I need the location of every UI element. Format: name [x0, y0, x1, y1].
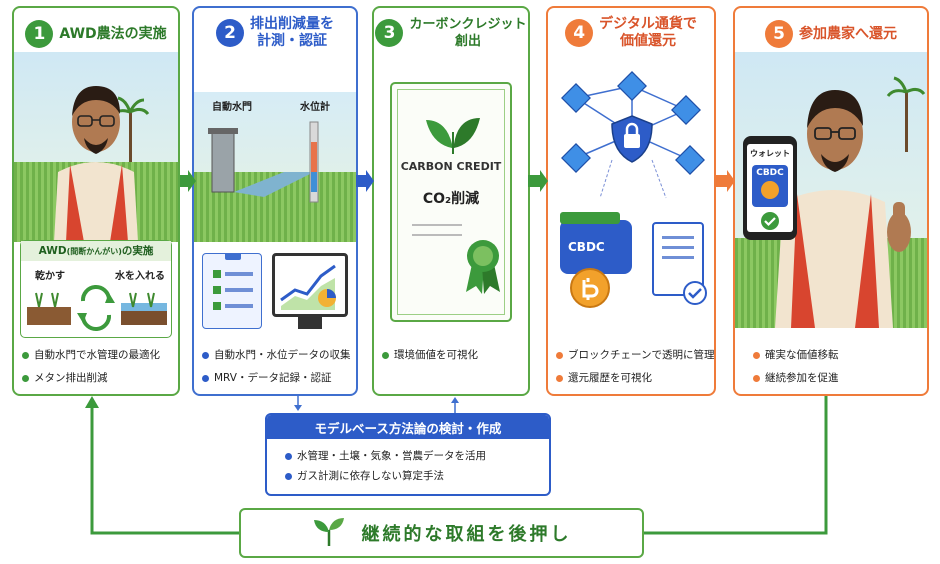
step-5-panel: 5 参加農家へ還元 ウォレット CBDC	[733, 6, 929, 396]
step-4-bullets: ブロックチェーンで透明に管理 還元履歴を可視化	[556, 348, 714, 394]
step-5-number: 5	[765, 20, 793, 48]
step-2-header: 2 排出削減量を 計測・認証	[194, 16, 356, 50]
step-4-title: デジタル通貨で 価値還元	[599, 16, 697, 50]
step-2-bullet: 自動水門・水位データの収集	[202, 348, 352, 362]
awd-inner-box: AWD(間断かんがい)の実施 乾かす 水を入れる	[20, 240, 172, 338]
model-methodology-title: モデルベース方法論の検討・作成	[267, 415, 549, 439]
farmer-with-phone-illustration	[775, 76, 926, 328]
step-2-title: 排出削減量を 計測・認証	[250, 16, 334, 50]
farmer-illustration	[54, 86, 150, 242]
step-5-header: 5 参加農家へ還元	[735, 20, 927, 48]
farmer-photo	[14, 52, 178, 242]
wallet-label: CBDC	[568, 240, 605, 254]
step-1-title: AWD農法の実施	[59, 25, 167, 42]
blockchain-network-icon	[561, 71, 705, 199]
step-4-bullet: 還元履歴を可視化	[556, 371, 710, 385]
model-bullets: 水管理・土壌・気象・営農データを活用 ガス計測に依存しない算定手法	[285, 449, 545, 489]
step-4-title-line: デジタル通貨で	[599, 16, 697, 32]
step-5-bullet: 継続参加を促進	[753, 371, 923, 385]
monitor-chart-graphic	[280, 264, 336, 310]
step-3-header: 3 カーボンクレジット 創出	[374, 16, 528, 50]
measurement-photo: 自動水門 水位計	[194, 92, 356, 242]
step-1-bullets: 自動水門で水管理の最適化 メタン排出削減	[22, 348, 174, 394]
step-5-bullet: 確実な価値移転	[753, 348, 923, 362]
carbon-credit-certificate: CARBON CREDIT CO₂削減	[390, 82, 512, 322]
check-badge-icon	[683, 281, 707, 305]
step-1-header: 1 AWD農法の実施	[14, 20, 178, 48]
step-3-bullets: 環境価値を可視化	[382, 348, 524, 371]
continuous-support-box: 継続的な取組を後押し	[239, 508, 644, 558]
bullet-text: 自動水門で水管理の最適化	[34, 349, 160, 361]
step-5-title: 参加農家へ還元	[799, 25, 897, 42]
bullet-text: 還元履歴を可視化	[568, 372, 652, 384]
step-3-title-line: 創出	[454, 34, 481, 49]
bullet-text: 継続参加を促進	[765, 372, 839, 384]
step-4-header: 4 デジタル通貨で 価値還元	[548, 16, 714, 50]
label-water-gauge: 水位計	[300, 102, 330, 113]
leaf-icon	[426, 118, 480, 154]
label-wet: 水を入れる	[115, 271, 165, 282]
model-bullet: ガス計測に依存しない算定手法	[285, 469, 545, 483]
certificate-co2: CO₂削減	[422, 191, 480, 207]
award-ribbon-icon	[466, 240, 500, 294]
label-dry: 乾かす	[35, 271, 65, 282]
step-4-number: 4	[565, 19, 594, 47]
step-4-bullet: ブロックチェーンで透明に管理	[556, 348, 714, 362]
model-bullet: 水管理・土壌・気象・営農データを活用	[285, 449, 545, 463]
bullet-text: 自動水門・水位データの収集	[214, 349, 351, 361]
gate-gauge-illustration	[208, 121, 319, 203]
bullet-text: 確実な価値移転	[765, 349, 839, 361]
label-auto-gate: 自動水門	[212, 102, 252, 113]
step-2-bullet: MRV・データ記録・認証	[202, 371, 352, 385]
digital-coin-icon	[570, 268, 610, 308]
bullet-text: MRV・データ記録・認証	[214, 372, 332, 384]
bullet-text: メタン排出削減	[34, 372, 108, 384]
step-5-bullets: 確実な価値移転 継続参加を促進	[753, 348, 923, 394]
step-2-number: 2	[216, 19, 244, 47]
step-3-panel: 3 カーボンクレジット 創出 CARBON CREDIT CO₂削減 環境価値を…	[372, 6, 530, 396]
bullet-text: 水管理・土壌・気象・営農データを活用	[297, 450, 486, 462]
step-4-panel: 4 デジタル通貨で 価値還元 CBDC	[546, 6, 716, 396]
bullet-text: 環境価値を可視化	[394, 349, 478, 361]
checklist-graphic	[213, 252, 253, 310]
step-3-number: 3	[375, 19, 404, 47]
step-2-title-line: 計測・認証	[257, 33, 327, 49]
sprout-icon	[313, 518, 344, 546]
smartphone-wallet: ウォレット CBDC	[743, 136, 797, 240]
cbdc-wallet-icon: CBDC	[560, 212, 632, 274]
chart-monitor-icon	[272, 253, 348, 317]
step-2-title-line: 排出削減量を	[250, 16, 334, 32]
step-1-bullet: 自動水門で水管理の最適化	[22, 348, 174, 362]
awd-title-suffix: の実施	[121, 245, 154, 257]
certificate-heading: CARBON CREDIT	[400, 160, 502, 173]
step-3-title: カーボンクレジット 創出	[409, 16, 526, 50]
phone-cbdc-card: CBDC	[752, 165, 788, 207]
arrow-3-to-4	[528, 170, 548, 192]
step-3-bullet: 環境価値を可視化	[382, 348, 524, 362]
bullet-text: ガス計測に依存しない算定手法	[297, 470, 444, 482]
step-2-bullets: 自動水門・水位データの収集 MRV・データ記録・認証	[202, 348, 352, 394]
step-3-title-line: カーボンクレジット	[409, 17, 527, 32]
arrow-1-to-2	[180, 170, 196, 192]
phone-wallet-header: ウォレット	[750, 149, 790, 158]
awd-box-title: AWD(間断かんがい)の実施	[21, 241, 171, 261]
step-2-panel: 2 排出削減量を 計測・認証 自動水門 水位計	[192, 6, 358, 396]
step-1-panel: 1 AWD農法の実施 AWD(間断かんがい)の実施 乾かす 水を入れる	[12, 6, 180, 396]
bullet-text: ブロックチェーンで透明に管理	[568, 349, 715, 361]
arrow-2-to-3	[356, 170, 374, 192]
continuous-support-label: 継続的な取組を後押し	[361, 524, 572, 545]
monitor-stand	[298, 317, 322, 329]
phone-check-icon	[761, 212, 779, 230]
step-1-number: 1	[25, 20, 54, 48]
step-1-bullet: メタン排出削減	[22, 371, 174, 385]
awd-cycle-illustration	[27, 285, 167, 331]
awd-title-sub: (間断かんがい)	[66, 247, 122, 256]
step-4-title-line: 価値還元	[619, 33, 676, 49]
awd-title-main: AWD	[38, 245, 67, 257]
model-methodology-box: モデルベース方法論の検討・作成 水管理・土壌・気象・営農データを活用 ガス計測に…	[265, 413, 551, 496]
checklist-icon	[202, 252, 262, 329]
phone-card-label: CBDC	[756, 168, 784, 178]
arrow-4-to-5	[715, 170, 735, 192]
